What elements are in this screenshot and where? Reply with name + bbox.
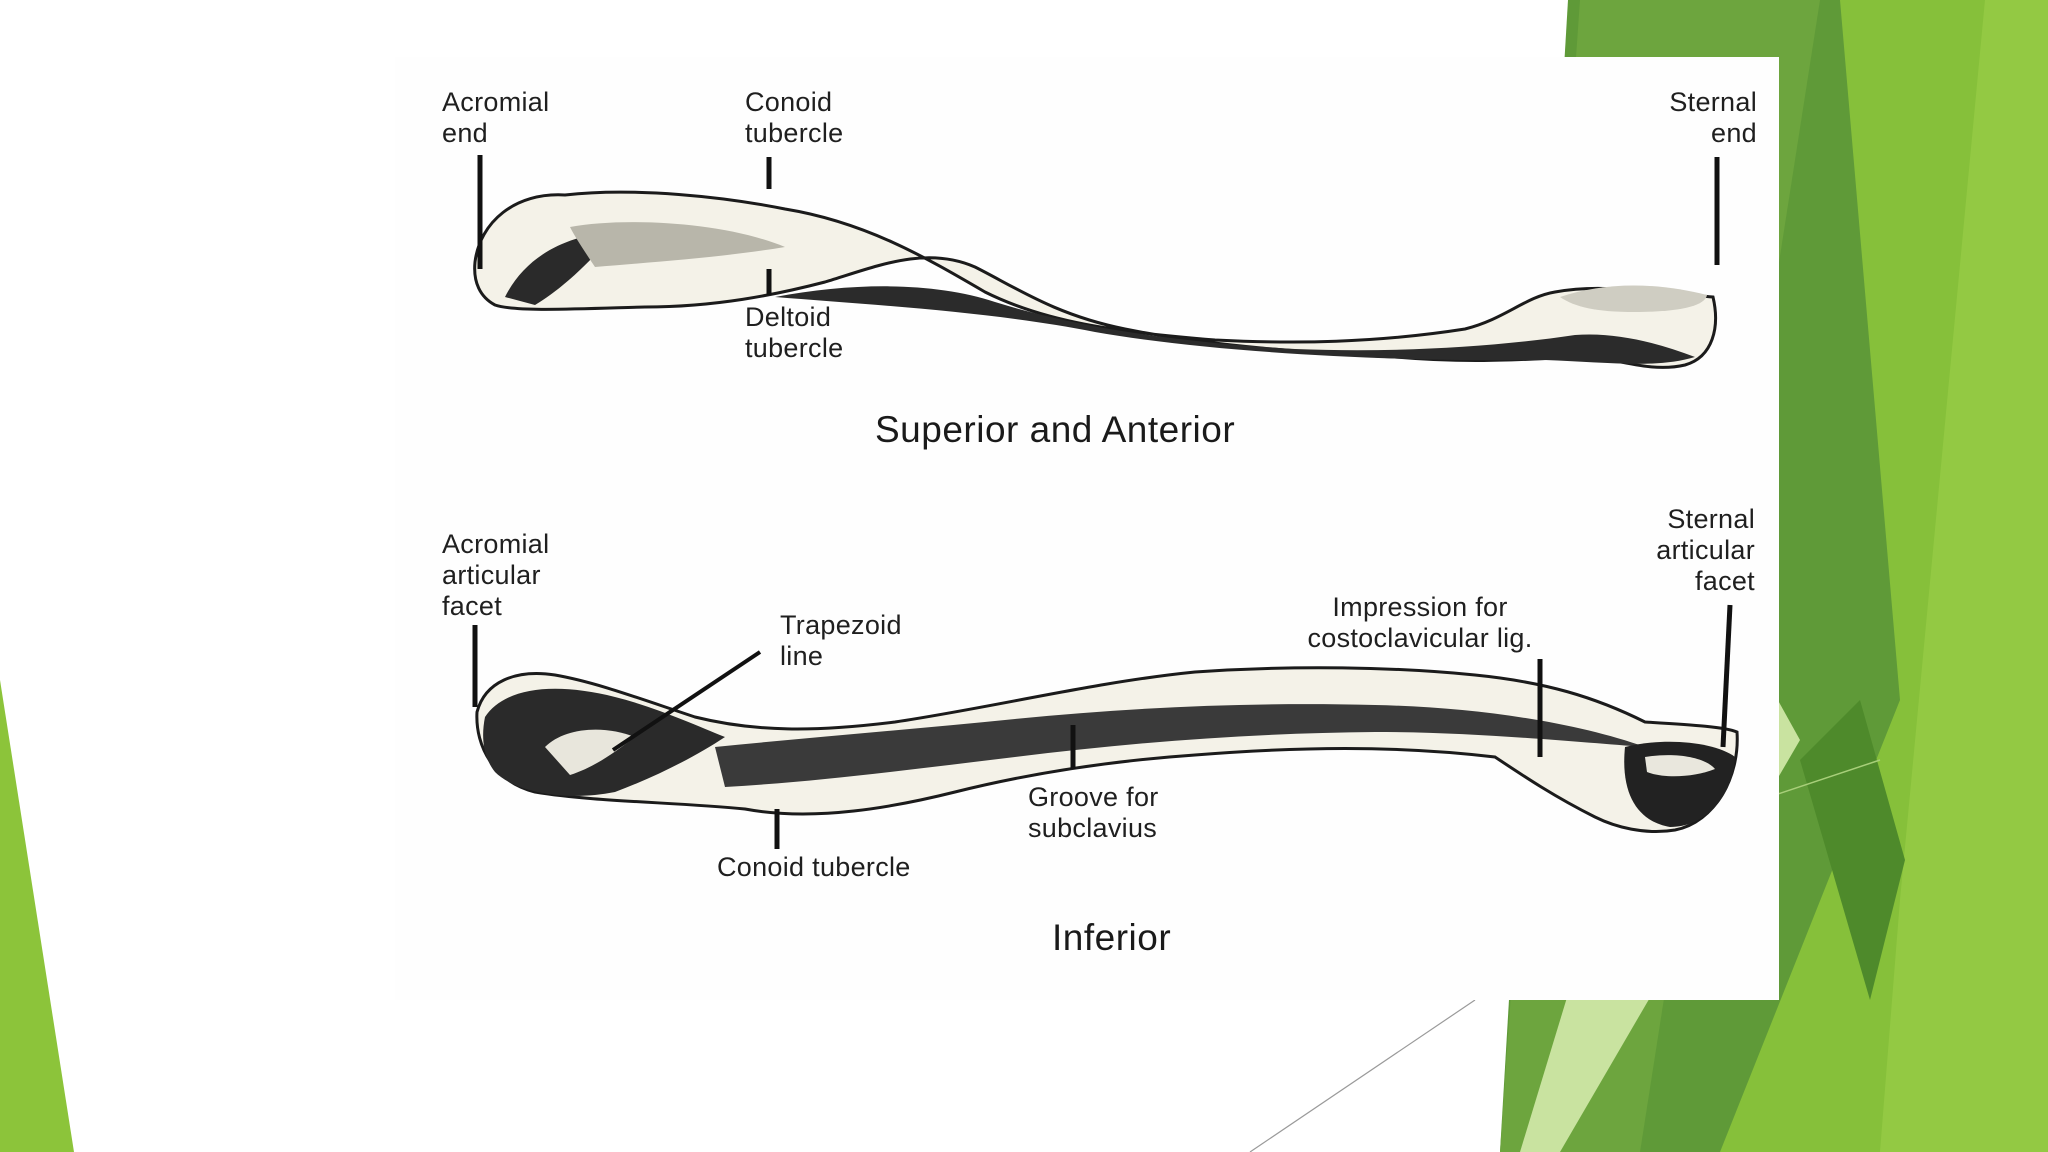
clavicle-superior-bone xyxy=(473,190,1717,369)
superior-shading-sternal xyxy=(1560,285,1707,312)
title-inferior: Inferior xyxy=(1052,917,1172,958)
superior-bone-outline xyxy=(473,190,1717,369)
label-acromial-end: Acromial end xyxy=(442,87,550,148)
label-trapezoid-line: Trapezoid line xyxy=(780,610,902,671)
label-acromial-articular-facet: Acromial articular facet xyxy=(442,529,550,621)
label-sternal-end: Sternal end xyxy=(1669,87,1757,148)
right-bright-accent xyxy=(1880,0,2048,1152)
label-sternal-articular-facet: Sternal articular facet xyxy=(1656,504,1755,596)
label-conoid-tubercle-inferior: Conoid tubercle xyxy=(717,852,911,882)
title-superior-anterior: Superior and Anterior xyxy=(875,409,1236,450)
diagonal-line xyxy=(1249,999,1476,1152)
superior-shading-conoid xyxy=(570,222,785,267)
inferior-shading-shaft xyxy=(715,704,1645,787)
superior-shading-underside xyxy=(775,286,1695,364)
label-groove-subclavius: Groove for subclavius xyxy=(1028,782,1159,843)
leader-sternal-articular-facet xyxy=(1720,604,1733,748)
label-conoid-tubercle: Conoid tubercle xyxy=(745,87,844,148)
right-deep-accent xyxy=(1800,700,1905,1000)
diagonal-line-2 xyxy=(1759,759,1881,801)
clavicle-drawing xyxy=(472,155,1739,849)
clavicle-figure: Acromial end Conoid tubercle Sternal end… xyxy=(395,57,1779,1000)
label-impression-costoclavicular: Impression for costoclavicular lig. xyxy=(1307,592,1533,653)
left-green-wedge xyxy=(0,680,74,1152)
inferior-acromial-highlight xyxy=(545,729,635,775)
inferior-sternal-highlight xyxy=(1645,755,1715,777)
leader-trapezoid-line xyxy=(611,650,762,752)
label-deltoid-tubercle: Deltoid tubercle xyxy=(745,302,844,363)
